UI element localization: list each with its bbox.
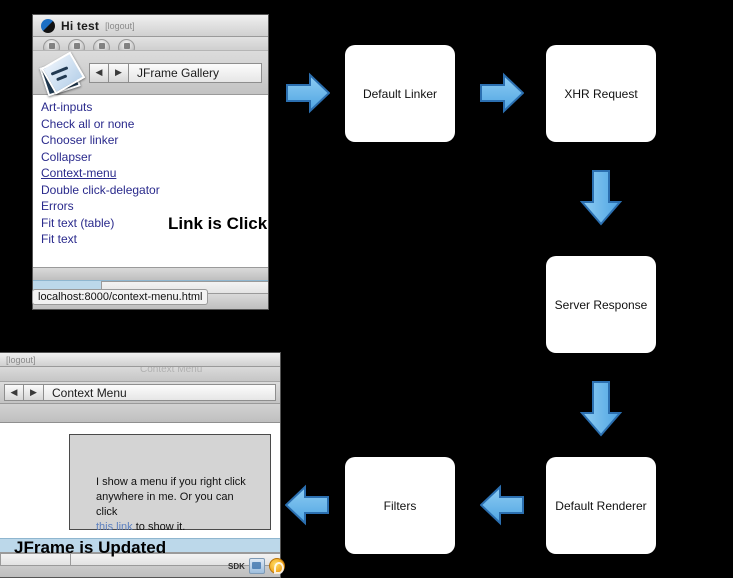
- arrow-server-to-renderer-icon: [580, 381, 622, 437]
- flowchart: Default Linker XHR Request Server Respon…: [281, 0, 733, 576]
- flow-node-label: Server Response: [554, 297, 648, 312]
- jframe-updated-message: JFrame is Updated: [14, 538, 167, 557]
- list-item[interactable]: Collapser: [41, 149, 92, 164]
- context-menu-demo-panel[interactable]: I show a menu if you right click anywher…: [69, 434, 271, 533]
- toolbar-dot-4-icon[interactable]: [118, 39, 135, 50]
- demo-line-3: to show it.: [132, 521, 186, 533]
- logout-link-bottom[interactable]: [logout]: [6, 354, 36, 365]
- footer-field-right[interactable]: [70, 553, 280, 566]
- demo-line-2: anywhere in me. Or you can click: [96, 491, 234, 518]
- ghost-window-title: Context Menu: [140, 367, 203, 375]
- flow-node-default-linker[interactable]: Default Linker: [345, 45, 455, 142]
- flow-node-label: Filters: [383, 498, 417, 513]
- swirl-app-icon[interactable]: [268, 558, 285, 574]
- nav-back-button[interactable]: ◀: [89, 62, 109, 83]
- window-titlebar-bottom: [logout]: [0, 353, 280, 367]
- nav-forward-button[interactable]: ▶: [109, 62, 129, 83]
- list-item[interactable]: Chooser linker: [41, 133, 119, 147]
- sdk-status-area: SDK: [228, 558, 285, 574]
- list-item[interactable]: Double click-delegator: [41, 182, 160, 197]
- flow-node-filters[interactable]: Filters: [345, 457, 455, 554]
- toolbar-icon-row: [33, 37, 268, 51]
- arrow-renderer-to-filters-icon: [480, 484, 524, 526]
- flow-node-label: Default Linker: [362, 86, 438, 101]
- nav-forward-button-bottom[interactable]: ▶: [24, 384, 44, 401]
- list-item[interactable]: Art-inputs: [41, 100, 93, 114]
- logout-link[interactable]: [logout]: [105, 20, 135, 31]
- list-item[interactable]: Fit text (table): [41, 215, 115, 230]
- context-nav-toolbar: ◀ ▶ Context Menu: [0, 382, 280, 404]
- window-titlebar: Hi test [logout]: [33, 15, 268, 37]
- jframe-gallery-window[interactable]: Hi test [logout] ◀ ▶ JFrame Gallery Art-…: [32, 14, 269, 310]
- nav-title-field-bottom[interactable]: Context Menu: [44, 384, 276, 401]
- window-bottom-chrome: [33, 267, 268, 281]
- toolbar-dot-3-icon[interactable]: [93, 39, 110, 50]
- nav-group-bottom: ◀ ▶ Context Menu: [4, 384, 276, 401]
- sdk-label: SDK: [228, 561, 245, 571]
- gallery-toolbar: ◀ ▶ JFrame Gallery: [33, 51, 268, 97]
- list-item-context-menu[interactable]: Context-menu: [41, 166, 117, 180]
- demo-line-1: I show a menu if you right click: [96, 476, 246, 488]
- arrow-xhr-to-server-icon: [580, 170, 622, 226]
- flow-node-xhr-request[interactable]: XHR Request: [546, 45, 656, 142]
- nav-back-button-bottom[interactable]: ◀: [4, 384, 24, 401]
- nav-title-field[interactable]: JFrame Gallery: [129, 62, 262, 83]
- list-item[interactable]: Fit text: [41, 232, 78, 246]
- flow-node-label: Default Renderer: [555, 498, 647, 513]
- photo-stack-icon: [39, 51, 86, 97]
- flow-node-server-response[interactable]: Server Response: [546, 256, 656, 353]
- arrow-out-icon: [285, 484, 329, 526]
- status-url-tooltip: localhost:8000/context-menu.html: [32, 289, 209, 305]
- link-clicked-message: Link is Click: [168, 214, 267, 233]
- brand-title: Hi test: [61, 18, 100, 33]
- ghost-title-bar: Context Menu: [0, 367, 280, 382]
- list-item[interactable]: Errors: [41, 199, 74, 213]
- flow-node-default-renderer[interactable]: Default Renderer: [546, 457, 656, 554]
- context-menu-demo-text: I show a menu if you right click anywher…: [70, 435, 270, 535]
- brand-logo-icon: [41, 18, 55, 33]
- arrow-linker-to-xhr-icon: [480, 72, 524, 114]
- nav-group: ◀ ▶ JFrame Gallery: [89, 62, 262, 83]
- status-blue-bar-bottom: [0, 538, 280, 553]
- document-icon[interactable]: [248, 558, 265, 574]
- toolbar-dot-1-icon[interactable]: [43, 39, 60, 50]
- toolbar-dot-2-icon[interactable]: [68, 39, 85, 50]
- list-item[interactable]: Check all or none: [41, 116, 135, 131]
- demo-link[interactable]: this link: [96, 521, 133, 533]
- toolbar-spacer: [0, 404, 280, 423]
- gallery-link-list: Art-inputs Check all or none Chooser lin…: [33, 95, 268, 259]
- arrow-in-icon: [286, 72, 330, 114]
- flow-node-label: XHR Request: [564, 86, 638, 101]
